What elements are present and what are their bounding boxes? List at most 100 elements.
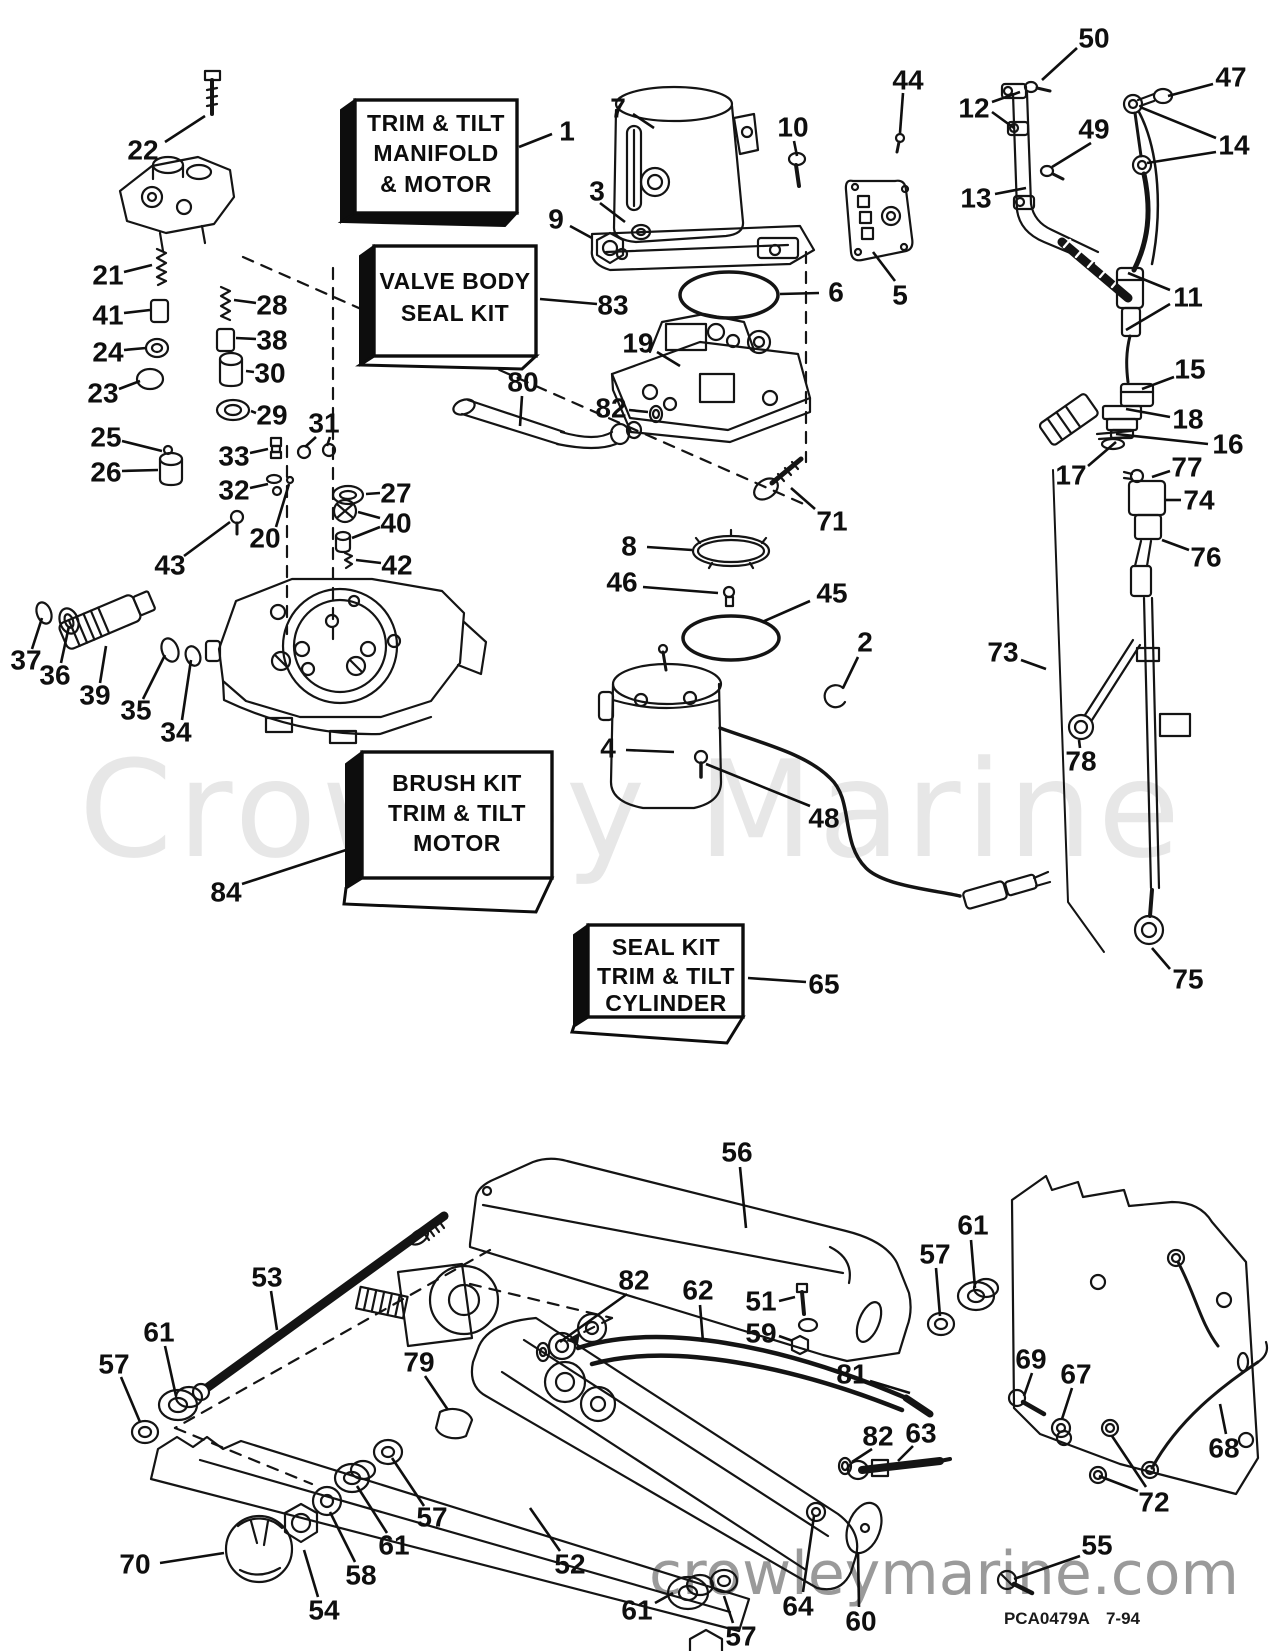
callout-79: 79 <box>403 1347 434 1378</box>
leader-line-79 <box>423 1375 450 1411</box>
watermark-crowleymarine-com: crowleymarine.com <box>649 1539 1239 1609</box>
callout-29: 29 <box>256 400 287 431</box>
callout-49: 49 <box>1078 114 1109 145</box>
callout-63: 63 <box>905 1418 936 1449</box>
manifold-head-art <box>118 69 236 253</box>
leader-line-2 <box>841 656 860 689</box>
leader-line-81 <box>869 1379 911 1395</box>
leader-line-73 <box>1020 658 1047 671</box>
callout-54: 54 <box>308 1595 340 1626</box>
callout-47: 47 <box>1215 62 1246 93</box>
cylinder-art <box>149 1262 883 1633</box>
callout-53: 53 <box>251 1262 282 1293</box>
callout-27: 27 <box>380 478 411 509</box>
callout-82: 82 <box>862 1421 893 1452</box>
leader-line-57 <box>934 1267 942 1317</box>
callout-62: 62 <box>682 1275 713 1306</box>
leader-line-40 <box>351 525 381 540</box>
svg-text:MANIFOLD: MANIFOLD <box>373 140 498 166</box>
callout-76: 76 <box>1190 542 1221 573</box>
callout-4: 4 <box>600 733 616 764</box>
leader-line-4 <box>625 748 675 754</box>
callout-34: 34 <box>160 717 192 748</box>
callout-60: 60 <box>845 1606 876 1637</box>
callout-57: 57 <box>725 1621 756 1651</box>
kit-box-2-label: VALVE BODY <box>379 268 530 294</box>
callout-38: 38 <box>256 325 287 356</box>
callout-5: 5 <box>892 280 908 311</box>
callout-22: 22 <box>127 135 158 166</box>
leader-line-69 <box>1022 1372 1034 1397</box>
leader-line-61 <box>654 1591 674 1605</box>
leader-line-19 <box>656 350 681 368</box>
leader-line-25 <box>121 439 163 453</box>
callout-73: 73 <box>987 637 1018 668</box>
leader-line-29 <box>250 409 257 415</box>
leader-line-31 <box>304 436 317 448</box>
callout-61: 61 <box>378 1530 409 1561</box>
callout-45: 45 <box>816 578 847 609</box>
leader-line-45 <box>761 599 811 624</box>
callout-7: 7 <box>610 93 626 124</box>
mount-plate-art <box>837 1174 1269 1596</box>
callout-77: 77 <box>1171 452 1202 483</box>
callout-61: 61 <box>957 1210 988 1241</box>
leader-line-64 <box>801 1515 816 1593</box>
leader-line-57 <box>390 1457 426 1507</box>
leader-line-61 <box>355 1485 389 1534</box>
kit-box-1-label: TRIM & TILT <box>367 110 505 136</box>
callout-68: 68 <box>1208 1433 1239 1464</box>
leader-line-58 <box>328 1511 357 1563</box>
clamp-orings-art <box>681 528 781 662</box>
leader-line-11 <box>1127 271 1171 292</box>
callout-44: 44 <box>892 65 924 96</box>
valve-stack-left-art <box>135 247 184 487</box>
cover-art <box>468 1157 912 1363</box>
callout-50: 50 <box>1078 23 1109 54</box>
sender-cable-art <box>1052 468 1192 953</box>
leader-line-15 <box>1141 375 1175 391</box>
leader-line-57 <box>722 1595 735 1624</box>
leader-line-51 <box>778 1295 796 1303</box>
callout-17: 17 <box>1055 460 1086 491</box>
leader-line-72 <box>1098 1474 1139 1493</box>
leader-line-32 <box>249 482 269 490</box>
callout-51: 51 <box>745 1286 776 1317</box>
callout-65: 65 <box>808 969 839 1000</box>
callout-24: 24 <box>92 337 124 368</box>
leader-line-16 <box>1115 432 1209 446</box>
leader-line-26 <box>121 468 159 473</box>
callout-35: 35 <box>120 695 151 726</box>
leader-line-17 <box>1087 441 1117 467</box>
leader-line-49 <box>1051 141 1092 169</box>
leader-line-8 <box>646 545 693 552</box>
manifold-plate-art <box>204 577 488 745</box>
callout-42: 42 <box>381 550 412 581</box>
leader-line-83 <box>539 297 598 306</box>
leader-line-44 <box>898 92 905 134</box>
leader-line-56 <box>738 1166 748 1229</box>
callout-8: 8 <box>621 531 637 562</box>
leader-line-18 <box>1125 407 1171 419</box>
leader-line-75 <box>1151 947 1171 970</box>
leader-line-61 <box>969 1239 977 1289</box>
callout-3: 3 <box>589 176 605 207</box>
leader-line-37 <box>30 617 44 650</box>
leader-line-35 <box>141 654 167 700</box>
leader-line-55 <box>1013 1554 1081 1581</box>
motor-cup-art <box>590 85 914 320</box>
leader-line-63 <box>897 1445 914 1462</box>
svg-text:SEAL KIT: SEAL KIT <box>401 300 509 326</box>
leader-line-80 <box>518 395 524 427</box>
callout-layer: 1234567891011121314151617181920212223242… <box>10 23 1250 1651</box>
leader-line-68 <box>1218 1403 1228 1435</box>
callout-74: 74 <box>1183 485 1215 516</box>
callout-13: 13 <box>960 183 991 214</box>
callout-28: 28 <box>256 290 287 321</box>
callout-78: 78 <box>1065 746 1096 777</box>
callout-21: 21 <box>92 260 123 291</box>
callout-40: 40 <box>380 508 411 539</box>
leader-line-54 <box>302 1549 320 1598</box>
